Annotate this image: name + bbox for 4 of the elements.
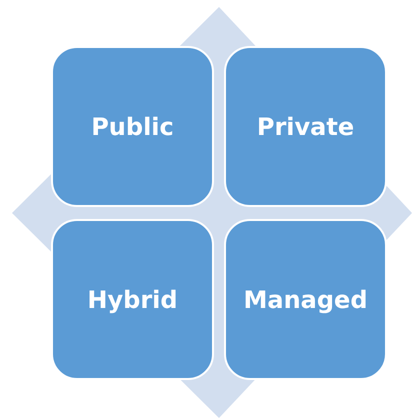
box-label: Private <box>256 112 354 140</box>
box-label: Public <box>91 112 174 140</box>
box-label: Hybrid <box>87 286 178 314</box>
box-label: Managed <box>244 286 368 314</box>
